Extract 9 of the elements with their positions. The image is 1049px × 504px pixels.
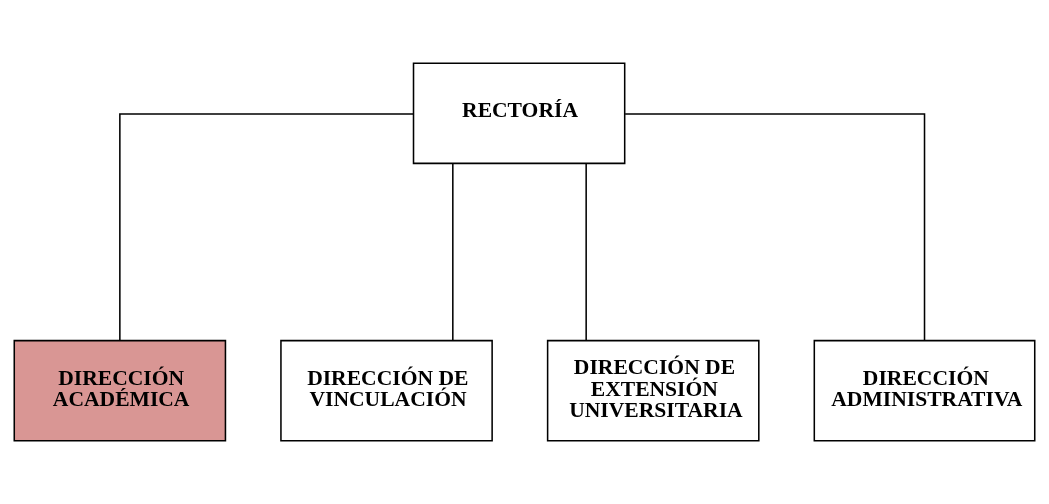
node-box: RECTORÍA [412,62,626,165]
node-box: DIRECCIÓN DE EXTENSIÓN UNIVERSITARIA [546,339,760,442]
node-box: DIRECCIÓN ACADÉMICA [13,339,227,442]
connector [119,113,414,342]
connector [624,113,926,342]
node-box: DIRECCIÓN ADMINISTRATIVA [813,339,1036,442]
node-box: DIRECCIÓN DE VINCULACIÓN [280,339,493,442]
connector [585,162,587,342]
connector [452,162,454,342]
